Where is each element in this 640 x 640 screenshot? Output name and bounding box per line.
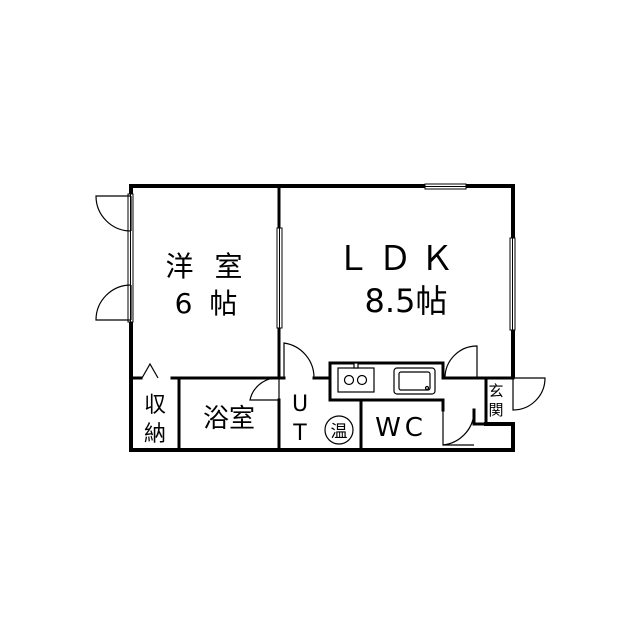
drain-icon <box>424 385 430 391</box>
doors <box>95 195 546 446</box>
water-heater-icon <box>324 415 354 445</box>
bathroom-name: 浴室 <box>203 404 255 434</box>
burner-left-icon <box>343 374 355 386</box>
western-room-name: 洋 室 <box>166 250 249 283</box>
ldk-name: ＬＤＫ <box>336 239 462 279</box>
door-wc <box>442 410 475 446</box>
door-ldk-ut <box>283 342 315 379</box>
sink <box>393 367 436 395</box>
utility-label-2: T <box>292 421 307 446</box>
western-room-size: 6 帖 <box>175 287 242 320</box>
labels: 洋 室 6 帖 ＬＤＫ 8.5帖 収 納 浴室 U T 温 WC 玄 関 <box>144 239 504 447</box>
interior-walls <box>129 184 515 452</box>
storage-label-2: 納 <box>144 422 166 447</box>
door-balcony-upper <box>95 195 132 232</box>
storage-label-1: 収 <box>144 393 166 418</box>
entrance-label-1: 玄 <box>488 382 503 400</box>
ldk-size: 8.5帖 <box>365 282 448 320</box>
burner-right-icon <box>356 374 368 386</box>
water-heater-label: 温 <box>331 422 348 442</box>
entrance-label-2: 関 <box>488 401 503 419</box>
stove <box>337 367 375 393</box>
door-ldk-entrance <box>444 345 478 379</box>
door-bath <box>249 377 280 401</box>
door-balcony-lower <box>95 284 132 321</box>
windows <box>127 183 516 331</box>
utility-label-1: U <box>292 392 308 417</box>
door-front <box>512 377 546 411</box>
toilet-name: WC <box>375 413 427 443</box>
door-storage <box>141 362 159 379</box>
kitchen <box>337 362 436 395</box>
